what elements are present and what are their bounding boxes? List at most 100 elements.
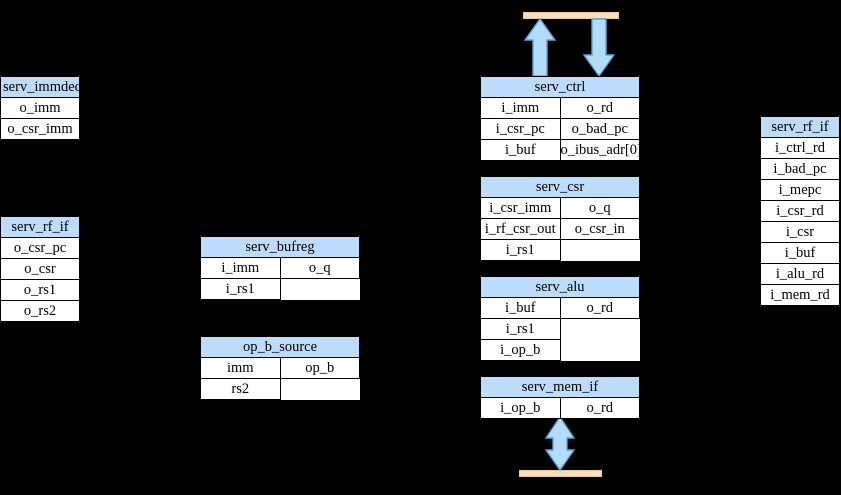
port-cell: i_ctrl_rd: [760, 137, 840, 159]
table-row: i_ctrl_rd: [760, 137, 840, 159]
table-row: i_rf_csr_out o_csr_in: [480, 218, 640, 240]
module-title: serv_rf_if: [760, 116, 840, 138]
port-cell: i_rf_csr_out: [480, 218, 561, 240]
table-row: i_rs1: [480, 318, 640, 340]
module-header-row: serv_rf_if: [0, 216, 80, 238]
module-title: serv_ctrl: [480, 76, 640, 98]
port-cell: i_buf: [480, 139, 561, 161]
port-cell: o_imm: [0, 97, 80, 119]
data-bus-label: data bus: [536, 479, 585, 495]
table-row: i_imm o_q: [200, 257, 360, 279]
port-cell: i_imm: [480, 97, 561, 119]
table-row: o_csr_pc: [0, 237, 80, 259]
table-row: i_buf: [760, 242, 840, 264]
module-title: serv_csr: [480, 176, 640, 198]
table-row: o_csr: [0, 258, 80, 280]
port-cell: i_buf: [760, 242, 840, 264]
module-serv_immdec[interactable]: serv_immdec o_imm o_csr_imm: [0, 76, 80, 140]
port-cell: i_csr_imm: [480, 197, 561, 219]
table-row: i_rs1: [200, 278, 360, 300]
port-cell: o_csr_in: [559, 218, 640, 240]
table-row: i_mem_rd: [760, 284, 840, 306]
table-row: i_imm o_rd: [480, 97, 640, 119]
table-row: i_alu_rd: [760, 263, 840, 285]
ibus-write-arrow-icon: [582, 18, 616, 78]
port-cell: i_mem_rd: [760, 284, 840, 306]
module-op_b_source[interactable]: op_b_source imm op_b rs2: [200, 336, 360, 400]
port-cell: rs2: [200, 378, 281, 400]
module-serv_csr[interactable]: serv_csr i_csr_imm o_q i_rf_csr_out o_cs…: [480, 176, 640, 261]
port-cell: i_op_b: [480, 397, 561, 419]
empty-cell: [560, 240, 640, 261]
empty-cell: [560, 340, 640, 361]
table-row: o_rs1: [0, 279, 80, 301]
module-title: op_b_source: [200, 336, 360, 358]
port-cell: imm: [200, 357, 281, 379]
port-cell: o_csr_pc: [0, 237, 80, 259]
table-row: i_op_b: [480, 339, 640, 361]
module-serv_mem_if[interactable]: serv_mem_if i_op_b o_rd: [480, 376, 640, 419]
module-header-row: serv_immdec: [0, 76, 80, 98]
port-cell: o_rd: [559, 397, 640, 419]
table-row: i_op_b o_rd: [480, 397, 640, 419]
table-row: rs2: [200, 378, 360, 400]
table-row: i_csr_rd: [760, 200, 840, 222]
module-header-row: serv_rf_if: [760, 116, 840, 138]
port-cell: o_csr_imm: [0, 118, 80, 140]
port-cell: op_b: [279, 357, 360, 379]
module-title: serv_mem_if: [480, 376, 640, 398]
module-header-row: serv_mem_if: [480, 376, 640, 398]
module-header-row: serv_ctrl: [480, 76, 640, 98]
port-cell: i_buf: [480, 297, 561, 319]
module-header-row: serv_alu: [480, 276, 640, 298]
dbus-arrow-icon: [544, 415, 576, 472]
module-serv_rf_if-right[interactable]: serv_rf_if i_ctrl_rd i_bad_pc i_mepc i_c…: [760, 116, 840, 306]
port-cell: o_rd: [559, 297, 640, 319]
table-row: i_mepc: [760, 179, 840, 201]
empty-cell: [560, 319, 640, 340]
module-serv_bufreg[interactable]: serv_bufreg i_imm o_q i_rs1: [200, 236, 360, 300]
module-serv_ctrl[interactable]: serv_ctrl i_imm o_rd i_csr_pc o_bad_pc i…: [480, 76, 640, 161]
table-row: o_rs2: [0, 300, 80, 322]
module-title: serv_rf_if: [0, 216, 80, 238]
module-header-row: serv_bufreg: [200, 236, 360, 258]
module-serv_rf_if-left[interactable]: serv_rf_if o_csr_pc o_csr o_rs1 o_rs2: [0, 216, 80, 322]
table-row: i_bad_pc: [760, 158, 840, 180]
empty-cell: [280, 279, 360, 300]
table-row: o_csr_imm: [0, 118, 80, 140]
port-cell: o_q: [559, 197, 640, 219]
port-cell: i_rs1: [480, 239, 561, 261]
port-cell: o_q: [279, 257, 360, 279]
port-cell: i_alu_rd: [760, 263, 840, 285]
table-row: i_csr_imm o_q: [480, 197, 640, 219]
module-header-row: op_b_source: [200, 336, 360, 358]
table-row: i_rs1: [480, 239, 640, 261]
instruction-bus-bar: [523, 12, 619, 19]
ibus-read-arrow-icon: [523, 17, 557, 77]
port-cell: i_csr: [760, 221, 840, 243]
module-serv_alu[interactable]: serv_alu i_buf o_rd i_rs1 i_op_b: [480, 276, 640, 361]
module-title: serv_immdec: [0, 76, 80, 98]
module-title: serv_alu: [480, 276, 640, 298]
table-row: i_csr: [760, 221, 840, 243]
port-cell: i_csr_rd: [760, 200, 840, 222]
port-cell: i_rs1: [200, 278, 281, 300]
module-title: serv_bufreg: [200, 236, 360, 258]
data-bus-bar: [519, 470, 602, 477]
table-row: i_buf o_ibus_adr[0]: [480, 139, 640, 161]
port-cell: o_csr: [0, 258, 80, 280]
port-cell: i_imm: [200, 257, 281, 279]
module-header-row: serv_csr: [480, 176, 640, 198]
instruction-bus-label: instruction bus: [528, 0, 614, 15]
port-cell: i_csr_pc: [480, 118, 561, 140]
port-cell: o_rd: [559, 97, 640, 119]
port-cell: i_mepc: [760, 179, 840, 201]
port-cell: o_rs1: [0, 279, 80, 301]
port-cell: i_bad_pc: [760, 158, 840, 180]
table-row: imm op_b: [200, 357, 360, 379]
table-row: i_buf o_rd: [480, 297, 640, 319]
port-cell: i_rs1: [480, 318, 561, 340]
port-cell: o_bad_pc: [559, 118, 640, 140]
